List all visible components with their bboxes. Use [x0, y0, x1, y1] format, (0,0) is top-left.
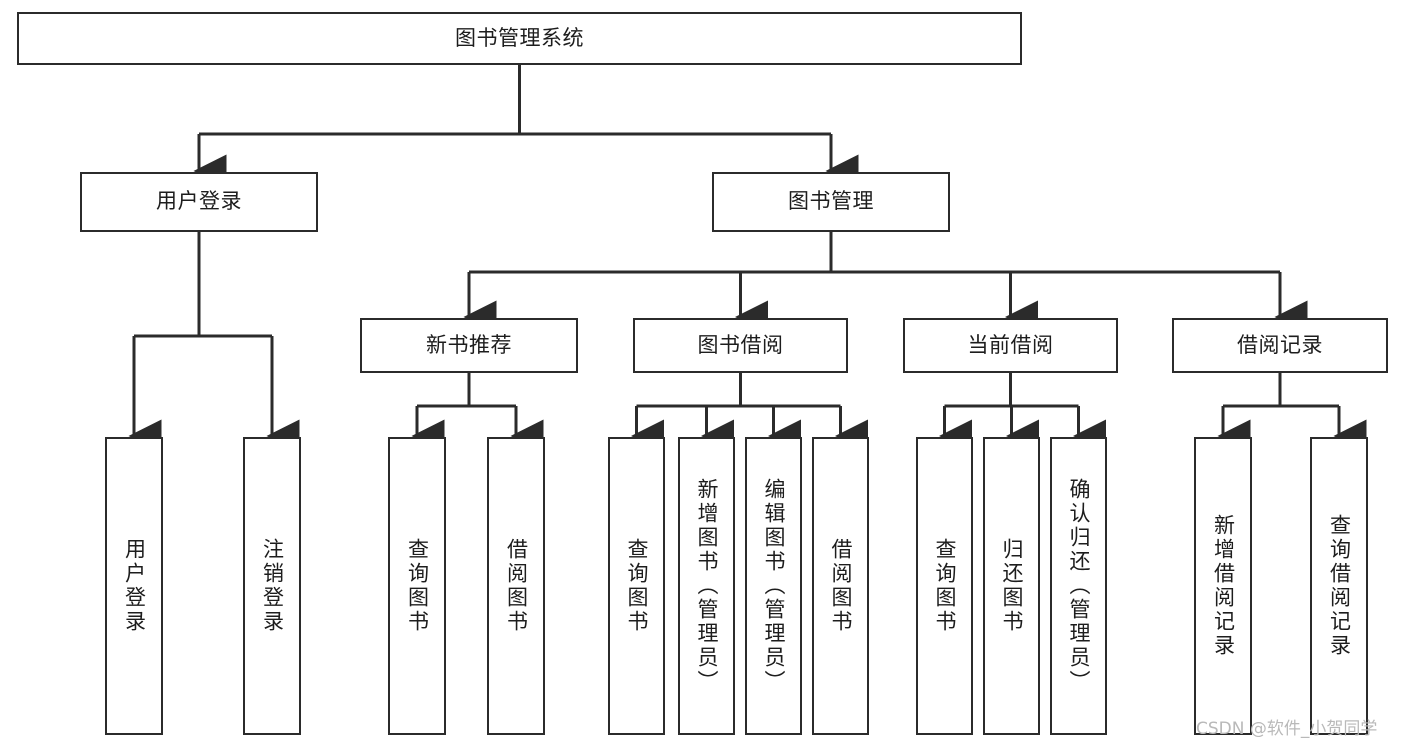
leaf-add-borrow-record[interactable]: 新增借阅记录 [1194, 437, 1252, 735]
leaf-label: 查询图书 [625, 538, 649, 634]
leaf-label: 查询图书 [405, 538, 430, 634]
leaf-label: 新增借阅记录 [1211, 514, 1236, 658]
leaf-edit-book[interactable]: 编辑图书（管理员） [745, 437, 802, 735]
leaf-borrow-book-2[interactable]: 借阅图书 [812, 437, 869, 735]
leaf-borrow-book-1[interactable]: 借阅图书 [487, 437, 545, 735]
node-user-login[interactable]: 用户登录 [80, 172, 318, 232]
leaf-query-book-2[interactable]: 查询图书 [608, 437, 665, 735]
leaf-add-book[interactable]: 新增图书（管理员） [678, 437, 735, 735]
leaf-label: 借阅图书 [829, 538, 853, 634]
leaf-label: 借阅图书 [504, 538, 529, 634]
leaf-label: 查询图书 [933, 538, 957, 634]
leaf-query-book-1[interactable]: 查询图书 [388, 437, 446, 735]
node-root[interactable]: 图书管理系统 [17, 12, 1022, 65]
leaf-label: 编辑图书（管理员） [762, 478, 786, 694]
node-current-borrow[interactable]: 当前借阅 [903, 318, 1118, 373]
node-new-book-recommend[interactable]: 新书推荐 [360, 318, 578, 373]
leaf-label: 查询借阅记录 [1327, 514, 1352, 658]
leaf-label: 归还图书 [1000, 538, 1024, 634]
node-borrow-record[interactable]: 借阅记录 [1172, 318, 1388, 373]
leaf-label: 用户登录 [122, 538, 147, 634]
leaf-confirm-return[interactable]: 确认归还（管理员） [1050, 437, 1107, 735]
leaf-query-borrow-record[interactable]: 查询借阅记录 [1310, 437, 1368, 735]
csdn-watermark: CSDN @软件_小贺同学 [1196, 719, 1378, 739]
leaf-return-book[interactable]: 归还图书 [983, 437, 1040, 735]
node-book-borrow[interactable]: 图书借阅 [633, 318, 848, 373]
leaf-query-book-3[interactable]: 查询图书 [916, 437, 973, 735]
leaf-label: 确认归还（管理员） [1067, 478, 1091, 694]
leaf-label: 新增图书（管理员） [695, 478, 719, 694]
leaf-logout[interactable]: 注销登录 [243, 437, 301, 735]
leaf-label: 注销登录 [260, 538, 285, 634]
leaf-user-login[interactable]: 用户登录 [105, 437, 163, 735]
node-book-manage[interactable]: 图书管理 [712, 172, 950, 232]
